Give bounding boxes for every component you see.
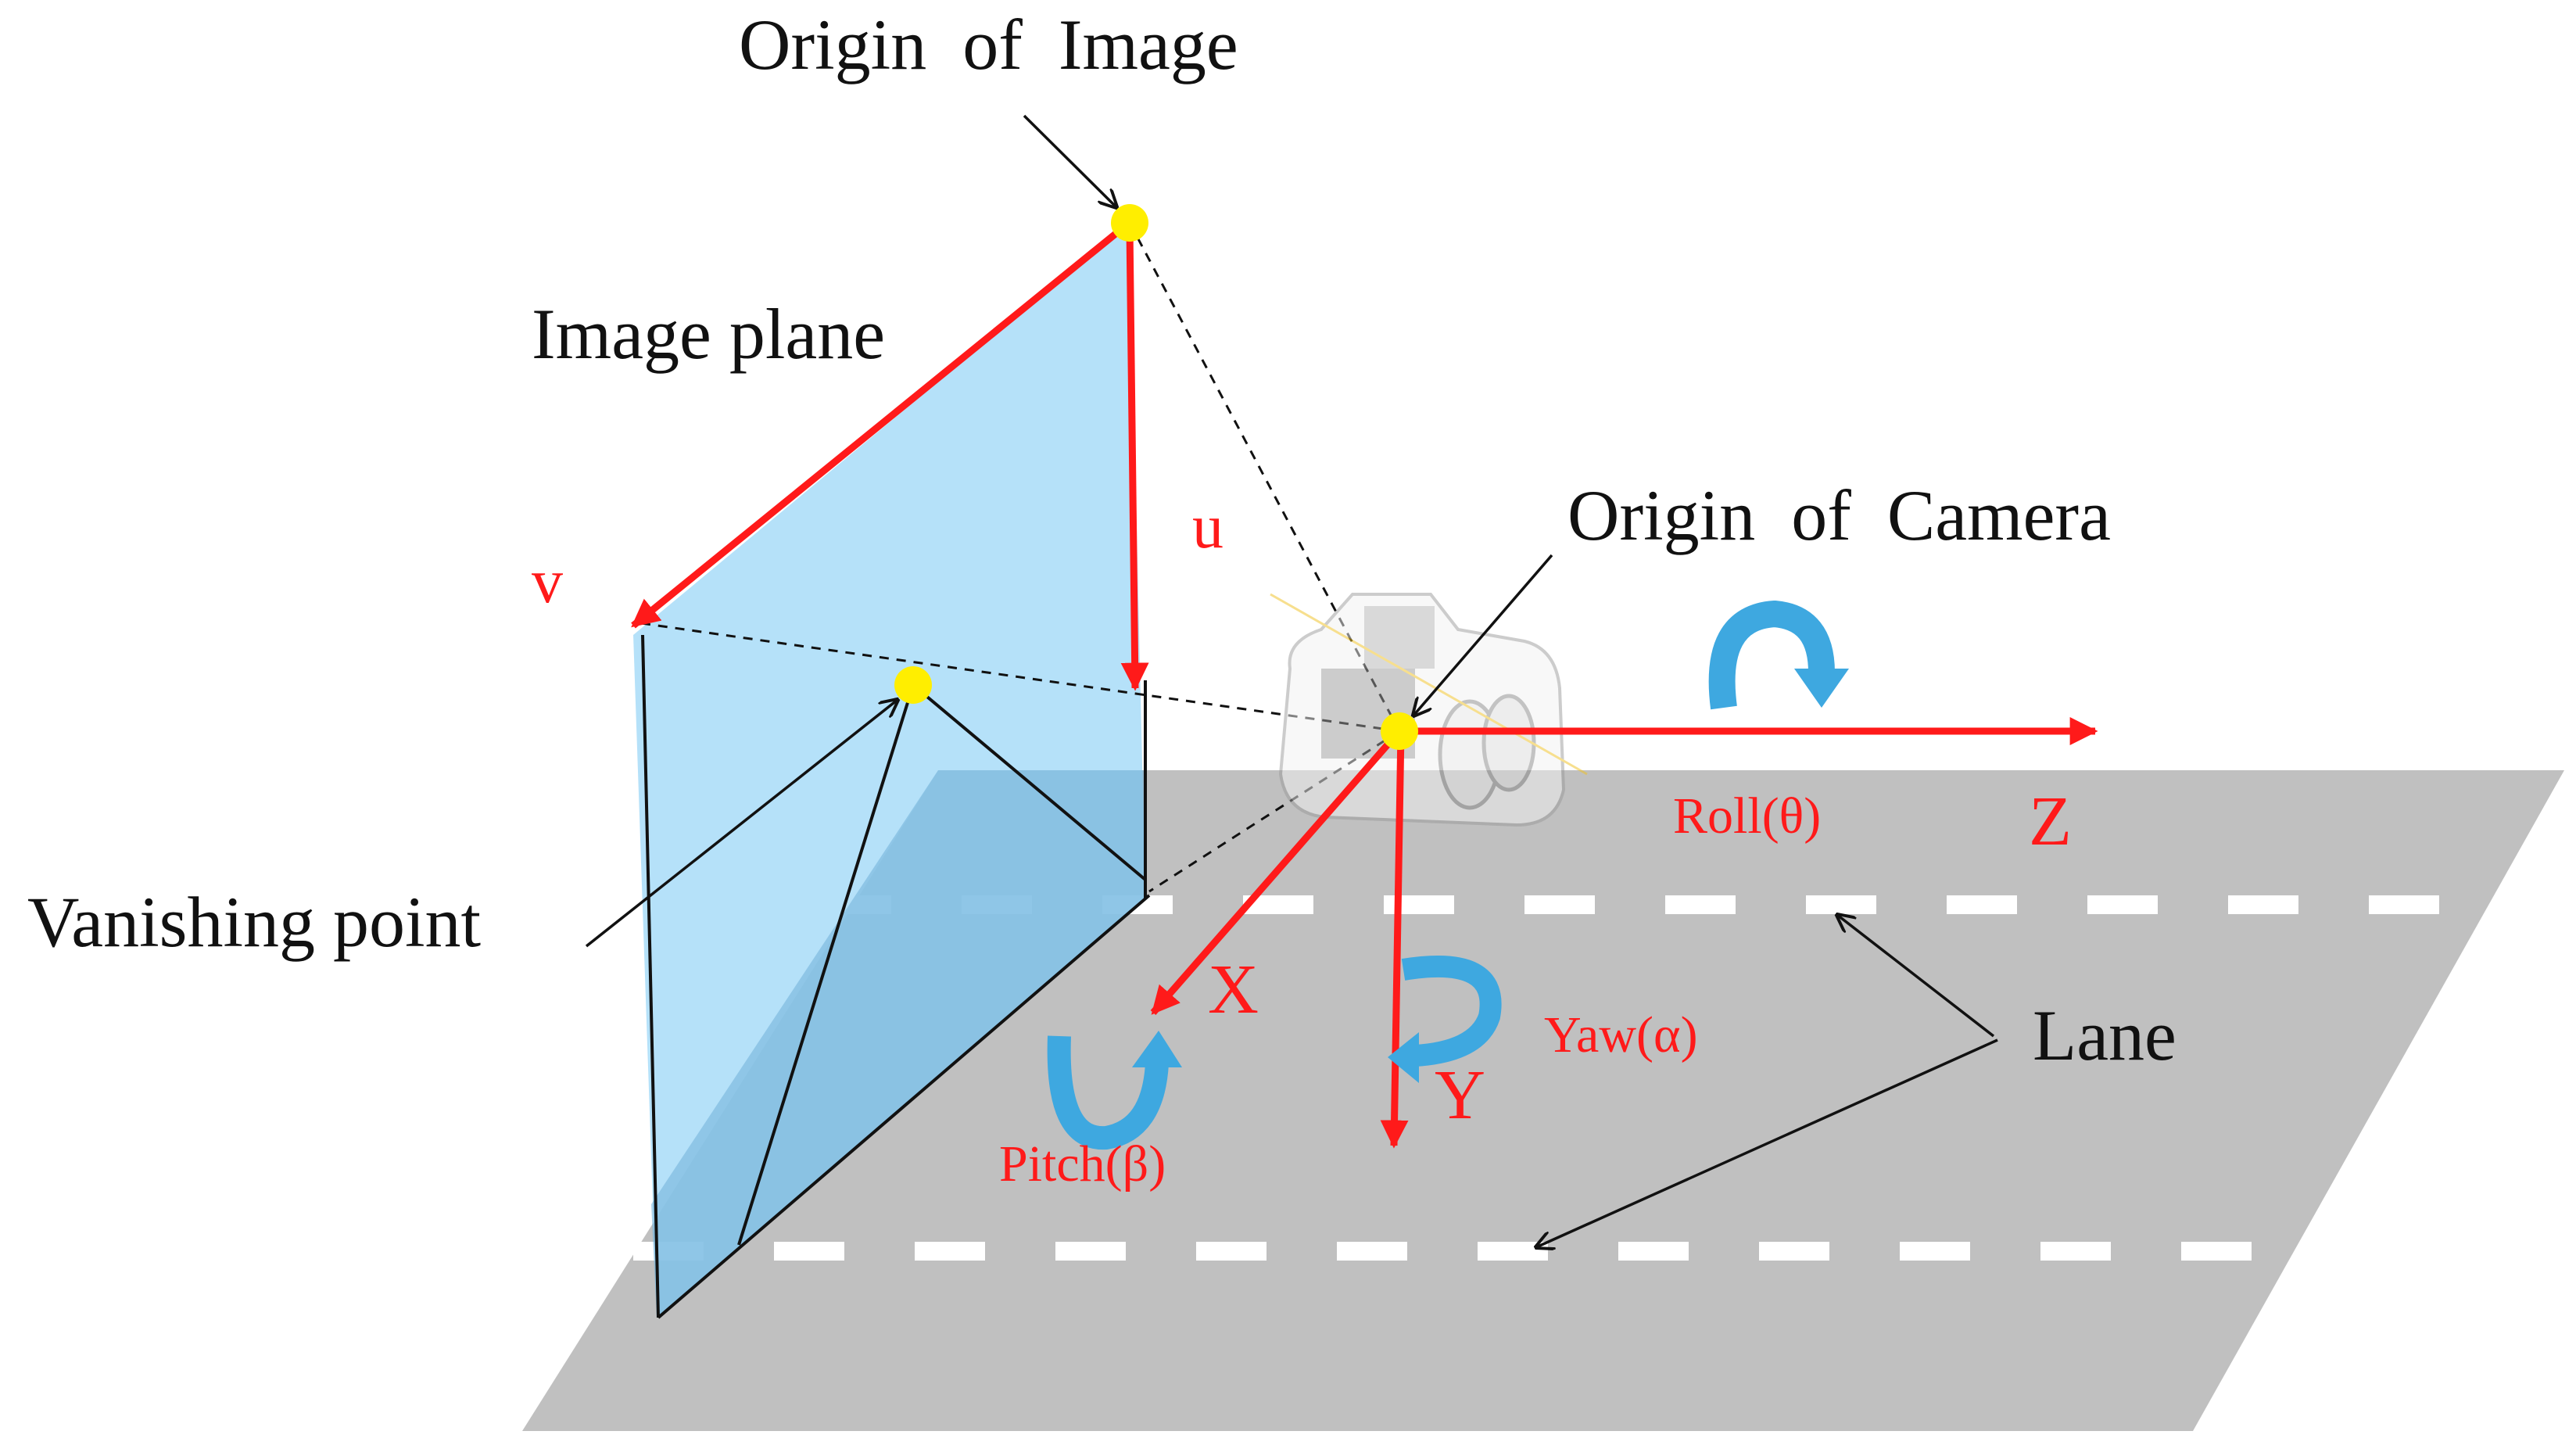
axis-y-arrow (1380, 730, 1409, 1149)
axis-z-label: Z (2029, 783, 2072, 860)
roll-rotation-icon (1708, 600, 1849, 710)
axis-u-label: u (1192, 493, 1224, 561)
image-plane-road-overlap (651, 770, 1145, 1318)
origin-of-image-point (1111, 204, 1148, 242)
lane-pointer-upper (1837, 915, 1995, 1038)
axis-v-label: v (532, 547, 563, 616)
origin-of-image-pointer (1023, 114, 1116, 207)
axis-u-arrow (1120, 228, 1149, 691)
pitch-label: Pitch(β) (999, 1135, 1166, 1193)
yaw-label: Yaw(α) (1544, 1006, 1698, 1063)
red-axes (631, 224, 2098, 1149)
camera-icon (1270, 593, 1588, 827)
axis-x-label: X (1208, 951, 1259, 1028)
vanishing-point-dot (894, 666, 932, 704)
roll-label: Roll(θ) (1673, 787, 1821, 845)
image-plane-label: Image plane (532, 294, 885, 374)
vanishing-point-pointer (585, 700, 897, 948)
lane-pointer-lower (1536, 1038, 1998, 1247)
projection-lines (640, 222, 1401, 893)
vanishing-line-right (912, 683, 1147, 881)
axis-y-label: Y (1435, 1056, 1485, 1134)
origin-of-image-label: Origin of Image (739, 5, 1238, 84)
axis-v-arrow (631, 224, 1127, 629)
vanishing-line-left (737, 684, 915, 1246)
image-plane-edge-left (641, 634, 660, 1318)
yaw-rotation-icon (1388, 956, 1502, 1083)
image-plane-edge-bottom (657, 894, 1151, 1319)
origin-of-camera-point (1381, 712, 1418, 750)
origin-of-camera-label: Origin of Camera (1567, 475, 2111, 555)
origin-of-camera-pointer (1413, 554, 1553, 716)
lane-label: Lane (2033, 995, 2177, 1075)
callout-arrows (585, 114, 1998, 1247)
axis-x-arrow (1150, 729, 1403, 1015)
vanishing-point-label: Vanishing point (27, 882, 482, 962)
pitch-rotation-icon (1047, 1031, 1182, 1150)
